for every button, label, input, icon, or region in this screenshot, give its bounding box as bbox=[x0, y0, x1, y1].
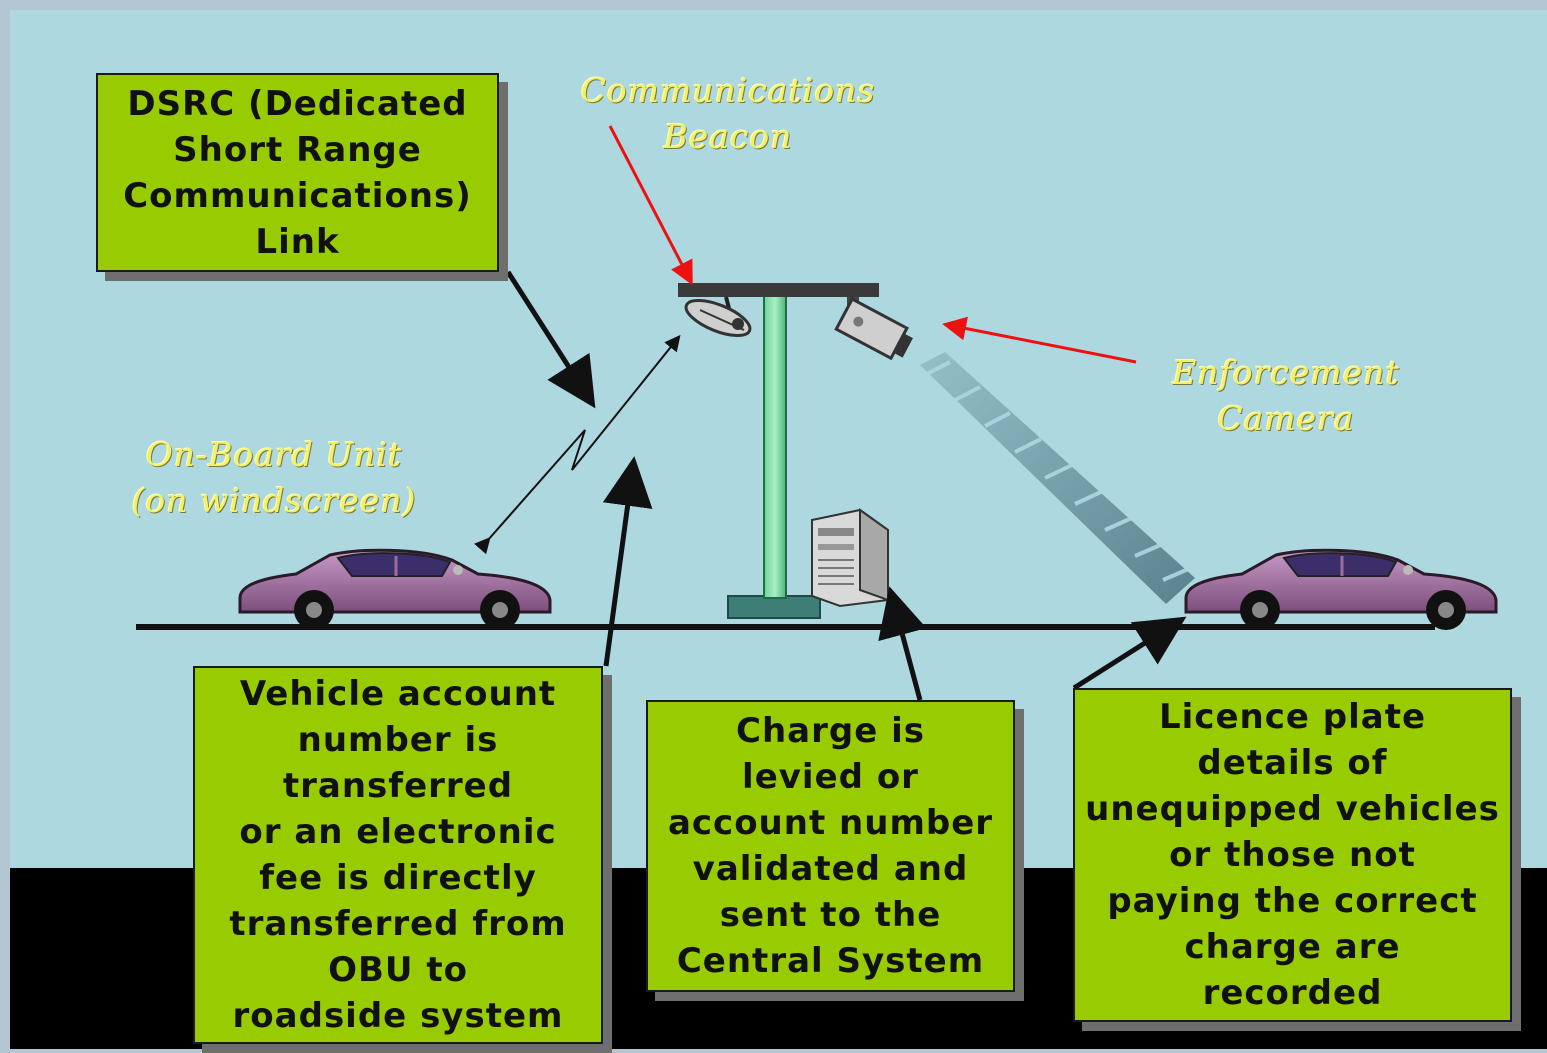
car-left-icon bbox=[238, 548, 552, 630]
car-right-icon bbox=[1184, 548, 1498, 630]
vehicle-account-arrow bbox=[602, 456, 653, 667]
beacon-pointer-arrow bbox=[608, 125, 693, 286]
communications-beacon-label: Communications Beacon bbox=[580, 71, 876, 156]
enforcement-camera-label: Enforcement Camera bbox=[1172, 353, 1400, 438]
vehicle-account-text: Vehicle account number is transferred or… bbox=[229, 674, 567, 1036]
charge-box: Charge is levied or account number valid… bbox=[646, 700, 1015, 992]
licence-plate-text: Licence plate details of unequipped vehi… bbox=[1085, 697, 1500, 1013]
licence-plate-box: Licence plate details of unequipped vehi… bbox=[1073, 688, 1512, 1022]
charge-text: Charge is levied or account number valid… bbox=[667, 711, 994, 981]
dsrc-link-signal bbox=[474, 334, 681, 555]
dsrc-link-box: DSRC (Dedicated Short Range Communicatio… bbox=[96, 73, 499, 272]
licence-plate-arrow bbox=[1072, 616, 1187, 691]
dsrc-link-text: DSRC (Dedicated Short Range Communicatio… bbox=[123, 83, 472, 262]
on-board-unit-label: On-Board Unit (on windscreen) bbox=[131, 435, 417, 520]
beacon-dish-icon bbox=[684, 296, 752, 338]
gantry-icon bbox=[678, 283, 879, 619]
camera-beam bbox=[920, 352, 1195, 604]
charge-arrow bbox=[878, 586, 927, 701]
computer-icon bbox=[811, 508, 889, 608]
vehicle-account-box: Vehicle account number is transferred or… bbox=[193, 666, 603, 1044]
camera-pointer-arrow bbox=[942, 316, 1137, 364]
camera-icon bbox=[834, 297, 913, 361]
dsrc-arrow bbox=[505, 270, 596, 409]
